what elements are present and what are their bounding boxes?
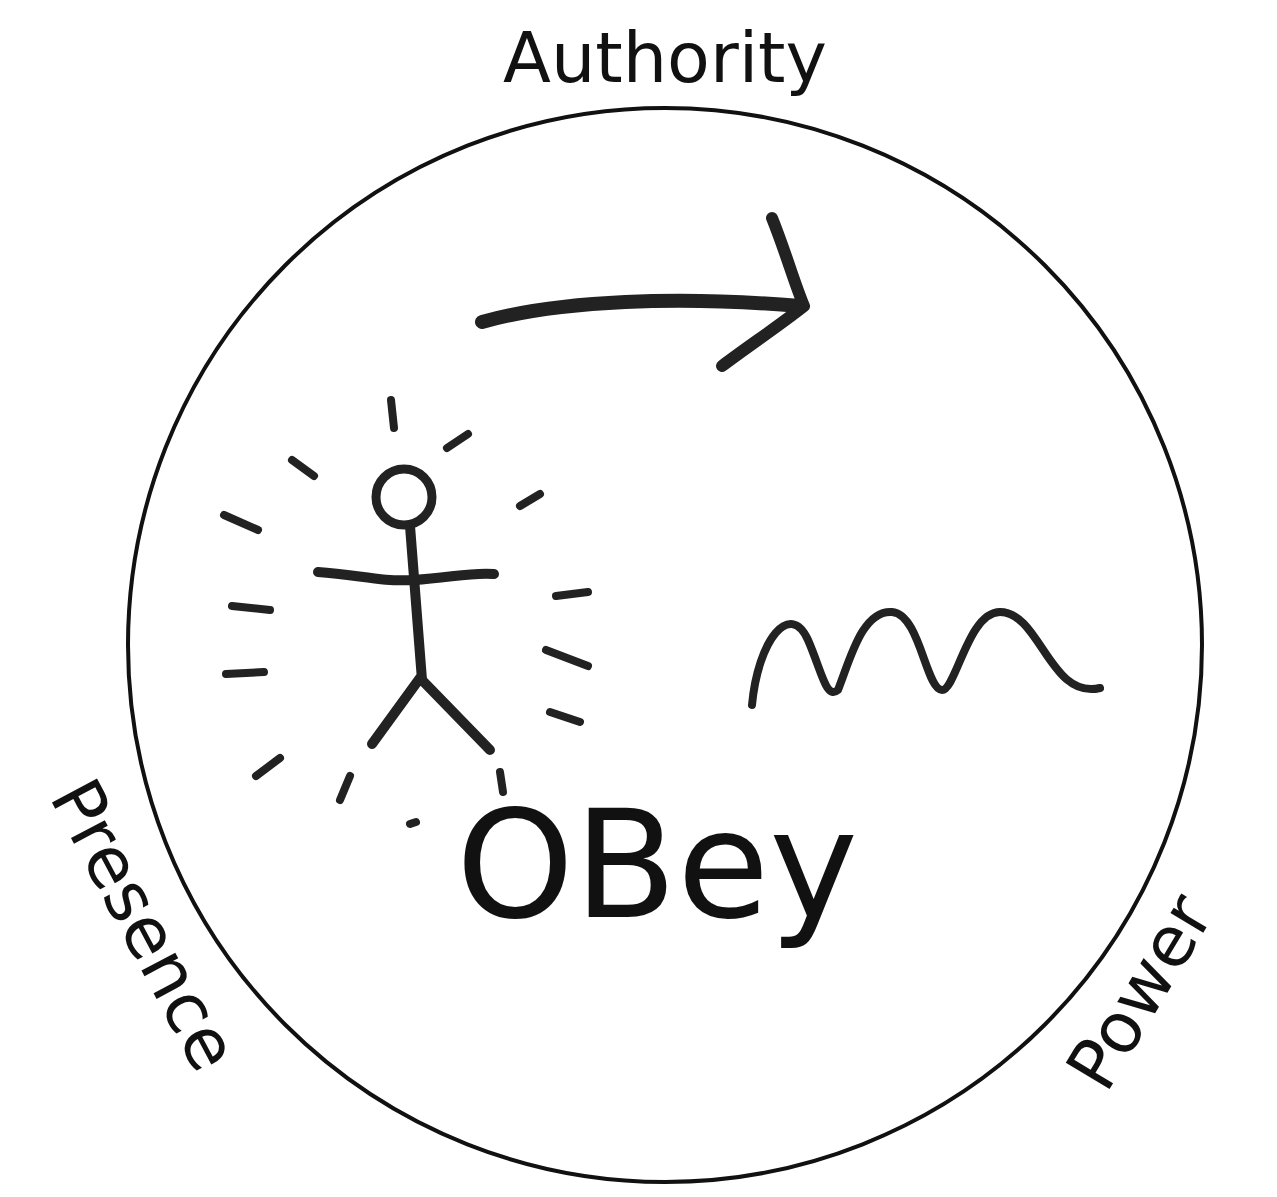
arrow-head	[722, 218, 804, 366]
circle-label: Presence	[39, 769, 250, 1082]
arrow-shaft	[482, 301, 800, 322]
circle-node: OBey	[125, 105, 1205, 1185]
circle-label: Power	[1055, 883, 1224, 1100]
circle-label: Authority	[503, 23, 827, 93]
figure-head	[376, 469, 432, 525]
circle-text: OBey	[456, 790, 858, 940]
circle-outline	[125, 105, 1205, 1185]
figure-rays	[224, 400, 588, 824]
squiggle	[752, 612, 1100, 705]
figure-legs	[372, 678, 490, 750]
figure-body	[410, 526, 422, 680]
figure-arms	[318, 572, 494, 580]
